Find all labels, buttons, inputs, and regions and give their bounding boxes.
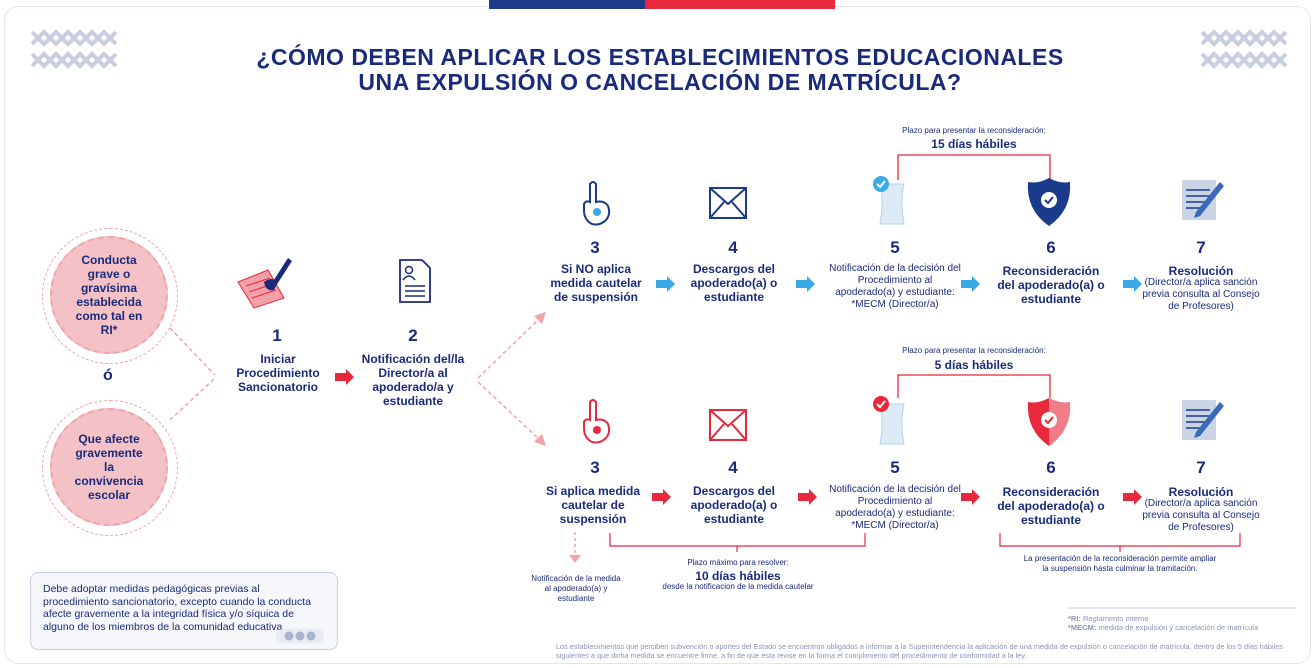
top-step-6-number: 6 [1046, 238, 1056, 257]
top-step-7-sub: (Director/a aplica sanción previa consul… [1142, 277, 1260, 312]
top-step-4-label: Descargos del apoderado(a) o estudiante [690, 262, 778, 304]
pattern-decoration-left [30, 29, 118, 69]
condition-grave: Conducta grave o gravísima establecida c… [50, 236, 168, 354]
bottom-plazo-label: Plazo para presentar la reconsideración: [902, 346, 1046, 355]
title-line-2: UNA EXPULSIÓN O CANCELACIÓN DE MATRÍCULA… [358, 69, 962, 95]
top-plazo-label: Plazo para presentar la reconsideración: [902, 126, 1046, 135]
footnote-mecm-text: medida de expulsión y cancelación de mat… [1098, 623, 1259, 632]
reconsideracion-note: La presentación de la reconsideración pe… [1023, 554, 1217, 573]
footnote-mecm-key: *MECM: [1068, 623, 1097, 632]
footer-text: Los establecimientos que perciben subven… [556, 642, 1283, 660]
document-profile-icon [399, 259, 431, 303]
page-title: ¿CÓMO DEBEN APLICAR LOS ESTABLECIMIENTOS… [180, 45, 1140, 95]
bottom-step-5-label: Notificación de la decisión del Procedim… [829, 484, 961, 531]
notif-medida-label: Notificación de la medida al apoderado(a… [531, 574, 621, 603]
bottom-step-7-sub: (Director/a aplica sanción previa consul… [1142, 498, 1260, 533]
bottom-step-7-label: Resolución [1168, 485, 1234, 499]
step-2-label: Notificación del/la Director/a al apoder… [361, 352, 465, 408]
bottom-step-5-number: 5 [890, 458, 900, 477]
top-plazo-value: 15 días hábiles [931, 137, 1017, 151]
circle-ring-grave [42, 228, 178, 364]
condition-convivencia-label: Que afecte gravemente la convivencia esc… [74, 432, 144, 502]
flag-bar-blue [489, 0, 645, 9]
flag-bar-red [645, 0, 835, 9]
shield-check-icon-navy [1027, 178, 1071, 226]
top-step-4-number: 4 [728, 238, 738, 257]
pattern-decoration-right [1200, 29, 1288, 69]
step-1-number: 1 [272, 326, 282, 345]
shield-check-icon-red [1027, 398, 1071, 446]
plazo-max-label: Plazo máximo para resolver: [687, 558, 789, 567]
envelope-icon-red [709, 409, 747, 441]
top-step-7-number: 7 [1196, 238, 1206, 257]
document-pen-icon-2 [1182, 400, 1224, 440]
condition-convivencia: Que afecte gravemente la convivencia esc… [50, 408, 168, 526]
infographic-card [4, 6, 1311, 664]
bottom-step-4-number: 4 [728, 458, 738, 477]
hand-finger-icon-blue [583, 181, 611, 226]
dots-icon [276, 629, 324, 643]
note-box-text: Debe adoptar medidas pedagógicas previas… [43, 583, 311, 633]
footnote-mecm: *MECM: medida de expulsión y cancelación… [1068, 623, 1308, 632]
scroll-check-icon-red [873, 396, 905, 445]
bottom-step-3-label: Si aplica medida cautelar de suspensión [545, 484, 641, 526]
circle-ring-convivencia [42, 400, 178, 536]
footnote-ri-text: Reglamento interno [1083, 614, 1149, 623]
top-step-7-label: Resolución [1168, 264, 1234, 278]
top-step-6-label: Reconsideración del apoderado(a) o estud… [997, 264, 1105, 306]
plazo-max-sub: desde la notificacion de la medida caute… [662, 582, 814, 591]
bottom-step-6-label: Reconsideración del apoderado(a) o estud… [997, 485, 1105, 527]
plazo-max-value: 10 días hábiles [695, 569, 781, 583]
footnote-ri: *RI: Reglamento interno [1068, 614, 1298, 623]
step-2-number: 2 [408, 326, 418, 345]
top-step-5-label: Notificación de la decisión del Procedim… [829, 263, 961, 310]
document-pen-icon [1182, 180, 1224, 220]
bottom-step-3-number: 3 [590, 458, 600, 477]
condition-grave-label: Conducta grave o gravísima establecida c… [75, 253, 143, 337]
title-line-1: ¿CÓMO DEBEN APLICAR LOS ESTABLECIMIENTOS… [256, 44, 1064, 70]
hand-finger-icon-red [583, 399, 611, 444]
top-step-3-number: 3 [590, 238, 600, 257]
bottom-step-6-number: 6 [1046, 458, 1056, 477]
top-step-5-number: 5 [890, 238, 900, 257]
envelope-icon-blue [709, 187, 747, 219]
scroll-check-icon-blue [873, 176, 905, 225]
top-step-3-label: Si NO aplica medida cautelar de suspensi… [550, 262, 642, 304]
footnote-ri-key: *RI: [1068, 614, 1081, 623]
bottom-plazo-value: 5 días hábiles [934, 358, 1014, 372]
step-1-label: Iniciar Procedimiento Sancionatorio [236, 352, 320, 394]
bottom-step-4-label: Descargos del apoderado(a) o estudiante [690, 484, 778, 526]
bottom-step-7-number: 7 [1196, 458, 1206, 477]
or-label: ó [103, 367, 113, 384]
hand-writing-icon [237, 258, 292, 309]
